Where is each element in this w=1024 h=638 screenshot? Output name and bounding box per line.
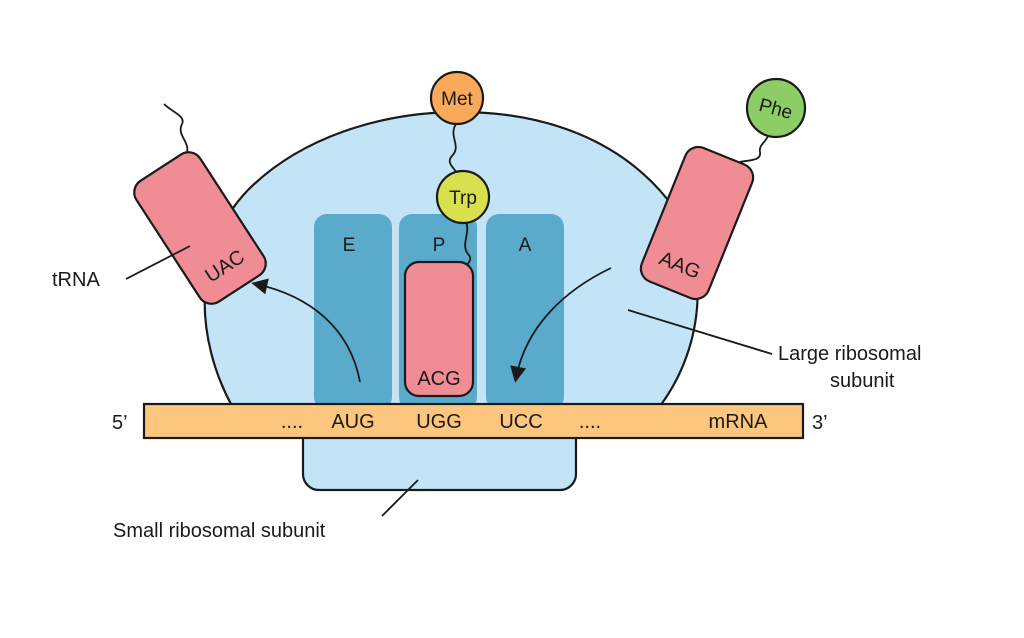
small-subunit-leader-line bbox=[381, 479, 419, 517]
left-trna-tail bbox=[163, 103, 189, 157]
trp-amino-acid bbox=[435, 169, 491, 225]
a-site bbox=[486, 214, 564, 410]
trna-leader-line bbox=[125, 245, 191, 280]
right-trna-tail bbox=[729, 131, 770, 167]
a-site-label: A bbox=[519, 235, 532, 256]
mrna-label: mRNA bbox=[709, 411, 769, 433]
large-subunit-callout-line2: subunit bbox=[830, 370, 895, 392]
chain-trp-trna bbox=[464, 219, 472, 267]
entry-arrow bbox=[510, 267, 612, 383]
codon-ugg: UGG bbox=[416, 411, 462, 433]
met-label: Met bbox=[441, 89, 473, 110]
phe-amino-acid bbox=[745, 77, 807, 139]
mrna-dots-right: .... bbox=[579, 411, 601, 433]
chain-met-trp bbox=[448, 123, 458, 175]
exit-arrow bbox=[251, 278, 361, 383]
large-subunit-callout-line1: Large ribosomal bbox=[778, 343, 921, 365]
right-trna bbox=[639, 145, 755, 301]
large-subunit-leader-line bbox=[627, 309, 773, 355]
codon-ucc: UCC bbox=[499, 411, 542, 433]
e-site bbox=[314, 214, 392, 410]
mrna-strand bbox=[142, 402, 805, 440]
met-amino-acid bbox=[429, 70, 485, 126]
trna-callout: tRNA bbox=[52, 269, 100, 291]
p-site-label: P bbox=[433, 235, 446, 256]
five-prime-label: 5’ bbox=[112, 412, 128, 434]
small-subunit-callout: Small ribosomal subunit bbox=[113, 520, 326, 542]
mrna-dots-left: .... bbox=[281, 411, 303, 433]
trp-label: Trp bbox=[449, 188, 477, 209]
p-site-trna bbox=[403, 260, 475, 398]
three-prime-label: 3’ bbox=[812, 412, 828, 434]
p-trna-anticodon: ACG bbox=[417, 368, 460, 390]
codon-aug: AUG bbox=[331, 411, 374, 433]
left-trna bbox=[133, 151, 267, 305]
e-site-label: E bbox=[343, 235, 356, 256]
